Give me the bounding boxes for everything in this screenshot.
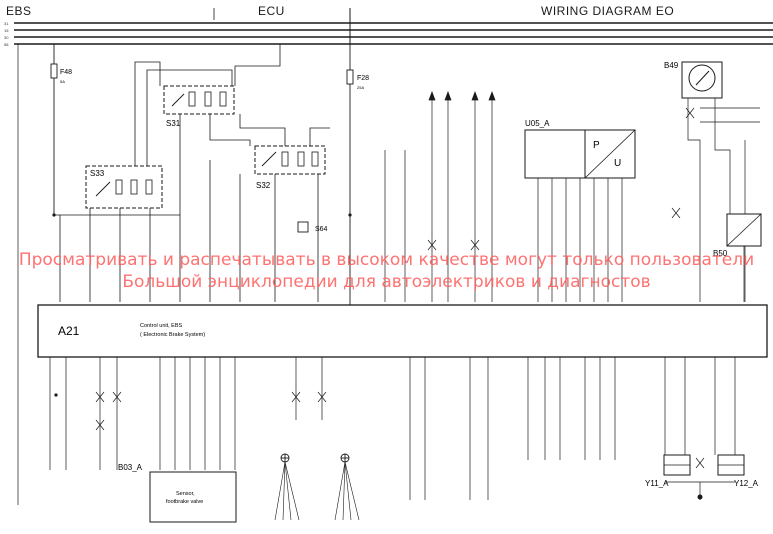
sensor-b03-label: B03_A (118, 463, 143, 472)
valve-y11-label: Y11_A (645, 479, 669, 488)
header-ebs: EBS (6, 4, 32, 18)
sensor-b03-line2: footbrake valve (166, 499, 203, 505)
fuse-f28: F28 25A (346, 44, 369, 305)
switch-s33: S33 (85, 165, 163, 209)
control-unit-subtitle: ( Electronic Brake System) (140, 332, 205, 338)
module-u05: U05_A P U (524, 119, 636, 302)
connector-x42a (274, 453, 300, 521)
sensor-b03-line1: Sensor, (176, 491, 195, 497)
gauge-b49-label: B49 (664, 61, 679, 70)
control-unit-id: A21 (58, 324, 80, 338)
power-rails (14, 22, 773, 45)
sensor-b50: B50 (713, 213, 762, 302)
switch-s64-label: S64 (315, 226, 328, 233)
switch-s33-label: S33 (90, 169, 105, 178)
valve-y12-label: Y12_A (734, 479, 759, 488)
switch-s64: S64 (297, 221, 328, 233)
rail-label: 58 (4, 42, 9, 47)
control-unit-title: Control unit, EBS (140, 323, 183, 329)
switch-s31-label: S31 (166, 119, 181, 128)
fuse-f48-label: F48 (60, 69, 72, 76)
switch-s31: S31 (163, 85, 235, 128)
module-u05-u: U (614, 158, 621, 169)
switch-wiring (54, 44, 330, 302)
control-unit-a21: A21 Control unit, EBS ( Electronic Brake… (37, 304, 768, 358)
fuse-f48-rating: 5A (60, 79, 65, 84)
rail-labels: 31 15 30 58 (4, 21, 9, 47)
module-u05-label: U05_A (525, 119, 550, 128)
lower-wiring (17, 44, 736, 505)
switch-s32-label: S32 (256, 181, 271, 190)
junction-dots (52, 213, 703, 500)
mid-wiring (384, 91, 496, 302)
watermark-line-2: Большой энциклопедии для автоэлектриков … (122, 272, 651, 292)
fuse-f28-label: F28 (357, 75, 369, 82)
rail-label: 31 (4, 21, 9, 26)
switch-s32: S32 (254, 145, 326, 190)
watermark-line-1: Просматривать и распечатывать в высоком … (18, 250, 755, 270)
header-ecu: ECU (258, 4, 285, 18)
sensor-b50-label: B50 (713, 249, 728, 258)
valve-y11: Y11_A (645, 454, 691, 488)
twisted-pair-marks (95, 107, 705, 469)
valve-y12: Y12_A (717, 454, 759, 488)
gauge-b49: B49 (664, 61, 760, 302)
fuse-f48: F48 5A (50, 44, 72, 215)
sensor-b03: B03_A Sensor, footbrake valve (118, 463, 237, 523)
rail-label: 15 (4, 28, 9, 33)
connector-x42b (334, 453, 360, 521)
header-wiring-diagram: WIRING DIAGRAM EO (541, 4, 675, 18)
rail-label: 30 (4, 35, 9, 40)
fuse-f28-rating: 25A (357, 85, 364, 90)
module-u05-p: P (593, 140, 600, 151)
